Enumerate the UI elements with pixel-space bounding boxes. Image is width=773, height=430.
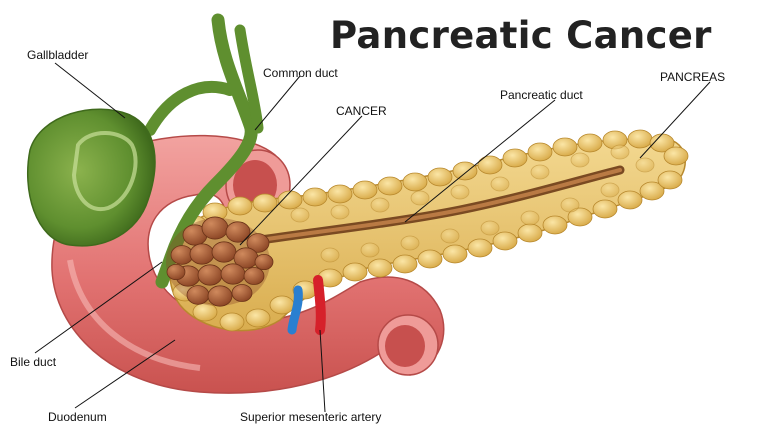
pancreas-lobule [343, 263, 367, 281]
pancreas-lobule [531, 165, 549, 179]
pancreas-lobule [578, 134, 602, 152]
pancreas-lobule [378, 177, 402, 195]
pancreas-lobule [418, 250, 442, 268]
pancreas-lobule [228, 197, 252, 215]
pancreas-lobule [371, 198, 389, 212]
pancreas-lobule [478, 156, 502, 174]
label-bile-duct: Bile duct [10, 355, 56, 369]
pancreas-lobule [401, 236, 419, 250]
pancreas-lobule [493, 232, 517, 250]
pancreas-lobule [368, 259, 392, 277]
tumor-cell [202, 217, 228, 239]
pancreas-lobule [518, 224, 542, 242]
diagram-title: Pancreatic Cancer [330, 14, 712, 57]
pancreas-lobule [303, 188, 327, 206]
tumor-cell [187, 286, 209, 305]
pancreas-lobule [353, 181, 377, 199]
pancreas-lobule [321, 248, 339, 262]
pancreas-lobule [561, 198, 579, 212]
tumor-cell [221, 264, 245, 284]
label-common-duct: Common duct [263, 66, 338, 80]
label-duodenum: Duodenum [48, 410, 107, 424]
pancreas-lobule [543, 216, 567, 234]
label-superior-mesenteric-artery: Superior mesenteric artery [240, 410, 381, 424]
pancreas-lobule [278, 191, 302, 209]
pancreas-lobule [468, 239, 492, 257]
tumor-cell [208, 286, 232, 306]
pancreas-lobule [571, 153, 589, 167]
pancreas-lobule [618, 191, 642, 209]
pancreas-lobule [451, 185, 469, 199]
pancreas-lobule [664, 147, 688, 165]
pancreas-lobule [443, 245, 467, 263]
label-gallbladder: Gallbladder [27, 48, 88, 62]
tumor-cell [232, 285, 252, 302]
pancreas-lobule [503, 149, 527, 167]
pancreas-lobule [628, 130, 652, 148]
tumor-cell [212, 242, 236, 262]
pancreas-lobule [246, 309, 270, 327]
tumor-cell [255, 254, 273, 269]
pancreas-lobule [270, 296, 294, 314]
pancreas-lobule [553, 138, 577, 156]
pancreas-lobule [491, 177, 509, 191]
pancreas-lobule [481, 221, 499, 235]
pancreas-lobule [611, 145, 629, 159]
pancreas-lobule [593, 200, 617, 218]
pancreas-lobule [453, 162, 477, 180]
pancreas-lobule [393, 255, 417, 273]
tumor-cell [198, 265, 222, 285]
pancreas-lobule [403, 173, 427, 191]
label-pancreatic-duct: Pancreatic duct [500, 88, 583, 102]
label-cancer: CANCER [336, 104, 387, 118]
pancreas-lobule [441, 229, 459, 243]
pancreas-lobule [291, 208, 309, 222]
tumor-cell [190, 244, 214, 264]
pancreas-lobule [658, 171, 682, 189]
tumor-cell [244, 268, 264, 285]
pancreas-lobule [411, 191, 429, 205]
pancreas-lobule [528, 143, 552, 161]
pancreas-lobule [601, 183, 619, 197]
pancreas-lobule [361, 243, 379, 257]
pancreas-lobule [636, 158, 654, 172]
label-pancreas: PANCREAS [660, 70, 725, 84]
tumor-cell [167, 264, 185, 279]
pancreas-lobule [331, 205, 349, 219]
pancreas-lobule [428, 168, 452, 186]
pancreas-lobule [220, 313, 244, 331]
pancreas-lobule [521, 211, 539, 225]
pancreas-lobule [328, 185, 352, 203]
tumor-cell [226, 222, 250, 242]
